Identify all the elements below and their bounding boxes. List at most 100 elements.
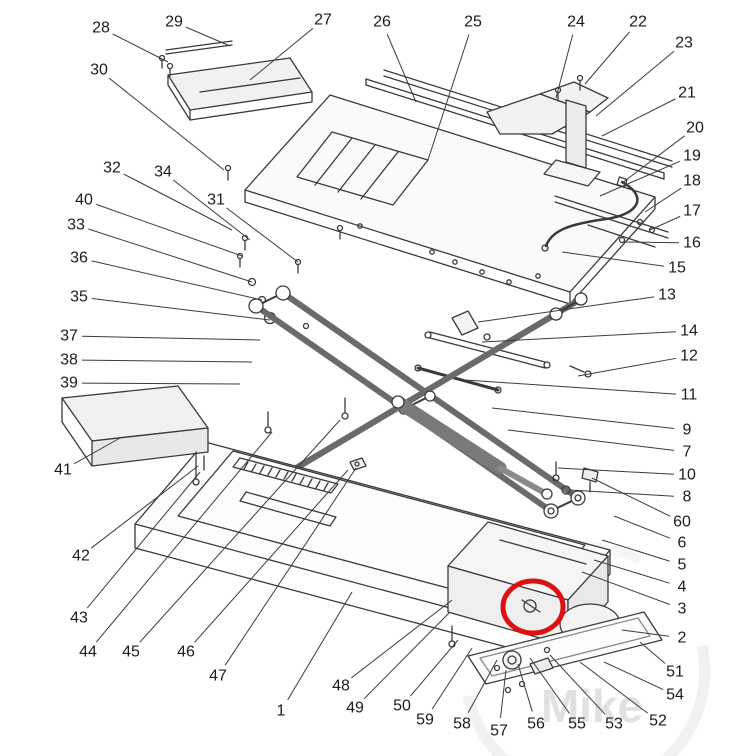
leader-line-55 — [529, 657, 570, 714]
part-label-48: 48 — [332, 678, 350, 695]
part-label-15: 15 — [668, 260, 686, 277]
leader-line-39 — [81, 382, 241, 385]
part-label-29: 29 — [165, 14, 183, 31]
part-label-37: 37 — [60, 328, 78, 345]
part-label-1: 1 — [277, 703, 286, 720]
leader-line-53 — [549, 654, 606, 715]
highlight-layer — [500, 578, 566, 636]
part-label-53: 53 — [605, 716, 623, 733]
part-label-49: 49 — [346, 700, 364, 717]
part-label-51: 51 — [666, 664, 684, 681]
part-label-10: 10 — [678, 467, 696, 484]
part-label-23: 23 — [675, 35, 693, 52]
part-label-6: 6 — [678, 535, 687, 552]
part-label-11: 11 — [681, 387, 698, 404]
leader-line-50 — [410, 639, 459, 697]
leader-line-54 — [603, 661, 664, 690]
leader-line-30 — [108, 77, 225, 171]
leader-line-45 — [139, 419, 341, 643]
part-label-50: 50 — [393, 698, 411, 715]
part-label-35: 35 — [70, 289, 88, 306]
part-label-60: 60 — [673, 514, 691, 531]
wheel-chock — [486, 74, 609, 187]
hydraulic-cylinder — [391, 395, 553, 500]
part-label-5: 5 — [678, 557, 687, 574]
leader-line-6 — [613, 515, 671, 539]
leader-line-35 — [91, 298, 271, 321]
part-label-3: 3 — [678, 601, 687, 618]
part-label-40: 40 — [75, 192, 93, 209]
leader-line-56 — [517, 663, 533, 712]
part-label-32: 32 — [103, 160, 121, 177]
leader-line-4 — [593, 559, 670, 584]
leader-line-59 — [431, 647, 473, 710]
leader-line-49 — [363, 611, 451, 700]
part-label-25: 25 — [464, 14, 482, 31]
hydraulic-hose — [541, 176, 639, 252]
leader-line-51 — [639, 641, 666, 664]
watermark-text: Mike — [541, 680, 643, 732]
leader-line-43 — [86, 471, 201, 609]
leader-line-33 — [88, 228, 253, 283]
leader-line-15 — [561, 251, 665, 267]
part-label-44: 44 — [79, 644, 97, 661]
leader-line-32 — [123, 173, 233, 231]
part-label-21: 21 — [678, 85, 696, 102]
leader-line-58 — [467, 659, 498, 713]
leader-line-34 — [172, 179, 251, 241]
part-label-46: 46 — [177, 644, 195, 661]
leader-line-27 — [249, 27, 314, 81]
leader-line-11 — [464, 379, 677, 395]
leader-line-60 — [591, 477, 671, 517]
pump-parts — [493, 599, 554, 694]
machine-drawing — [61, 40, 673, 694]
part-label-55: 55 — [568, 716, 586, 733]
leader-line-38 — [81, 359, 253, 363]
part-label-13: 13 — [658, 287, 676, 304]
leader-line-16 — [623, 241, 680, 244]
part-label-26: 26 — [373, 14, 391, 31]
leader-line-1 — [287, 591, 353, 701]
leader-line-19 — [599, 160, 681, 197]
part-label-4: 4 — [678, 579, 687, 596]
leader-line-26 — [386, 33, 417, 103]
part-label-57: 57 — [490, 723, 508, 740]
part-label-31: 31 — [207, 192, 225, 209]
part-label-59: 59 — [416, 712, 434, 729]
leader-line-57 — [499, 669, 507, 719]
leader-line-20 — [621, 135, 685, 184]
leader-line-36 — [91, 260, 263, 301]
part-label-18: 18 — [683, 173, 701, 190]
part-label-2: 2 — [678, 630, 687, 647]
part-label-12: 12 — [680, 348, 698, 365]
part-label-41: 41 — [54, 462, 72, 479]
part-label-47: 47 — [209, 668, 227, 685]
approach-ramp — [167, 57, 313, 121]
leader-line-5 — [601, 539, 670, 562]
leader-line-48 — [350, 599, 453, 679]
part-label-45: 45 — [122, 644, 140, 661]
leader-line-24 — [555, 34, 574, 99]
part-label-43: 43 — [70, 610, 88, 627]
leader-line-3 — [581, 571, 670, 605]
part-label-52: 52 — [649, 713, 667, 730]
part-label-22: 22 — [629, 14, 647, 31]
leader-line-41 — [74, 437, 121, 465]
part-label-9: 9 — [683, 422, 692, 439]
leader-line-18 — [644, 187, 682, 213]
part-label-42: 42 — [72, 548, 90, 565]
leader-line-28 — [112, 33, 169, 63]
part-label-34: 34 — [154, 164, 172, 181]
part-label-38: 38 — [60, 352, 78, 369]
leader-line-25 — [427, 34, 470, 161]
leader-line-42 — [90, 465, 199, 549]
leader-line-29 — [185, 26, 231, 47]
leader-line-7 — [507, 429, 675, 451]
leader-line-47 — [224, 467, 357, 666]
leader-line-37 — [81, 335, 261, 341]
part-label-7: 7 — [683, 444, 692, 461]
part-label-19: 19 — [683, 148, 701, 165]
leader-line-13 — [477, 296, 655, 323]
leader-line-46 — [194, 469, 349, 643]
part-label-33: 33 — [67, 217, 85, 234]
